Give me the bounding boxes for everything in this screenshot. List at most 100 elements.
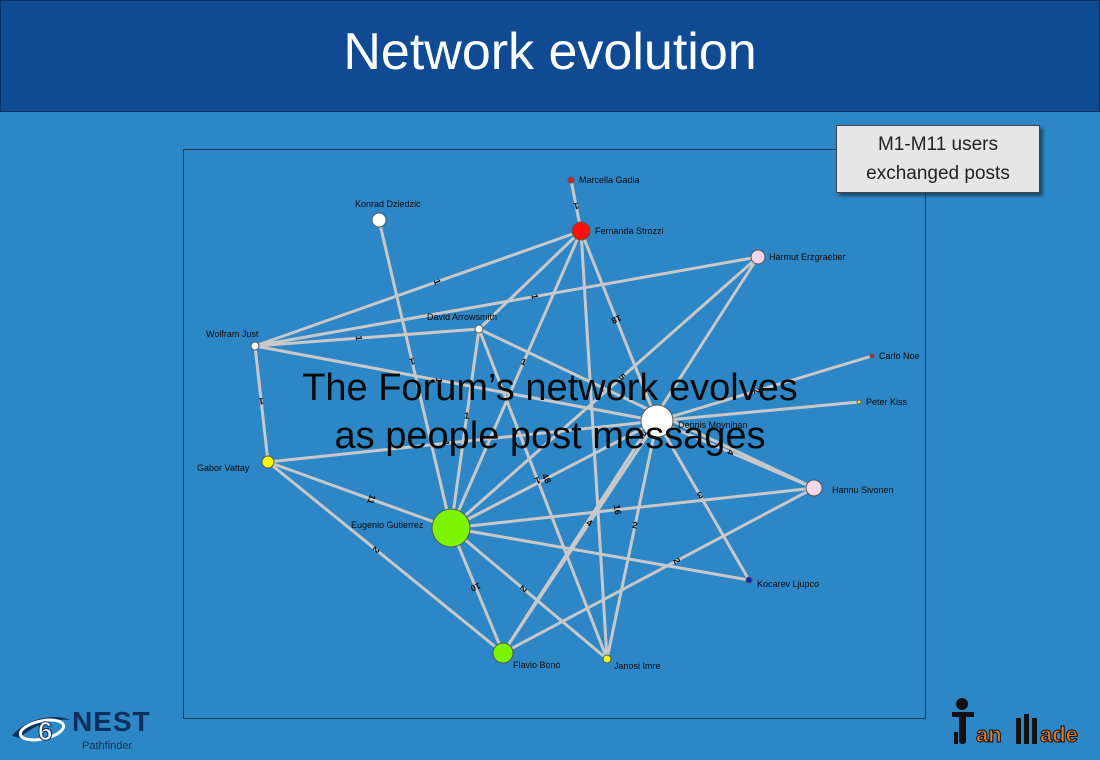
nest-logo-sub: Pathfinder <box>82 740 133 752</box>
edge-weight-eugenio-gabor: 11 <box>365 493 378 505</box>
edge-weight-david-janosi: 1 <box>534 475 542 486</box>
node-peter <box>856 399 862 405</box>
nest-logo-word: NEST <box>72 706 151 737</box>
node-fernanda <box>571 221 591 241</box>
node-carlo <box>869 353 875 359</box>
overlay-caption: The Forum’s network evolves as people po… <box>200 364 900 460</box>
edge-wolfram-dennis <box>254 344 658 423</box>
man-made-part-1: an <box>976 722 1003 748</box>
edge-gabor-dennis <box>267 419 658 464</box>
node-label-flavio: Flavio Bono <box>513 660 561 670</box>
node-david <box>474 324 484 334</box>
edge-wolfram-gabor <box>253 345 270 463</box>
edge-eugenio-hannu <box>450 486 815 530</box>
edge-fernanda-dennis <box>579 230 659 422</box>
node-label-carlo: Carlo Noe <box>879 351 920 361</box>
edge-weight-gabor-flavio: 2 <box>371 545 382 555</box>
edge-hannu-flavio <box>502 486 815 655</box>
edge-fernanda-wolfram <box>254 229 582 348</box>
edge-weight-eugenio-janosi: 2 <box>518 584 529 594</box>
edge-fernanda-david <box>477 229 583 331</box>
edge-weight-fernanda-wolfram: 1 <box>432 278 443 286</box>
node-label-gabor: Gabor Vattay <box>197 463 250 473</box>
edge-weight-dennis-flavio: 4 <box>585 517 595 528</box>
edge-gabor-flavio <box>267 460 504 655</box>
overlay-line-1: The Forum’s network evolves <box>302 367 798 409</box>
node-janosi <box>602 654 612 664</box>
node-dennis <box>640 404 674 438</box>
edge-dennis-flavio <box>501 420 659 654</box>
nest-swoosh-logo: 6 <box>12 716 70 747</box>
node-label-david: David Arrowsmith <box>427 312 497 322</box>
edge-weight-gabor-dennis: 1 <box>441 440 451 446</box>
overlay-line-2: as people post messages <box>334 415 766 457</box>
edge-weight-fernanda-eugenio: 1 <box>519 356 528 367</box>
edge-weight-harmut-flavio: 3 <box>640 427 650 438</box>
node-kocarev <box>745 576 753 584</box>
edge-weight-marcella-fernanda: 1 <box>573 201 580 212</box>
node-label-marcella: Marcella Gadia <box>579 175 640 185</box>
node-hannu <box>805 479 823 497</box>
node-label-kocarev: Kocarev Ljupco <box>757 579 819 589</box>
edge-dennis-carlo <box>656 354 873 423</box>
edge-weight-dennis-carlo: 2 <box>751 387 762 395</box>
edge-eugenio-flavio <box>449 527 505 654</box>
edge-harmut-eugenio <box>450 255 759 530</box>
slide-title: Network evolution <box>343 23 757 81</box>
node-wolfram <box>250 341 260 351</box>
edge-dennis-hannu <box>656 419 815 490</box>
edge-weight-david-eugenio: 1 <box>464 410 470 421</box>
node-label-dennis: Dennis Moynihan <box>678 420 748 430</box>
edge-weight-wolfram-david: 1 <box>354 335 364 341</box>
edge-eugenio-gabor <box>267 460 452 530</box>
node-label-eugenio: Eugenio Gutierrez <box>351 520 424 530</box>
man-made-logo: an ade <box>950 696 1090 756</box>
node-konrad <box>371 212 387 228</box>
edge-konrad-eugenio <box>377 219 453 529</box>
edge-david-eugenio <box>449 328 481 529</box>
node-label-harmut: Harmut Erzgraeber <box>769 252 846 262</box>
edge-weight-konrad-eugenio: 1 <box>409 356 416 367</box>
node-flavio <box>492 642 514 664</box>
edge-dennis-janosi <box>605 420 659 660</box>
node-label-konrad: Konrad Dziedzic <box>355 199 421 209</box>
title-bar: Network evolution <box>0 0 1100 112</box>
nest-digit: 6 <box>38 716 52 746</box>
edge-weight-eugenio-flavio: 10 <box>469 580 482 593</box>
edge-weight-dennis-kocarev: 3 <box>695 490 704 501</box>
edge-weight-eugenio-hannu: 16 <box>612 504 623 515</box>
node-label-wolfram: Wolfram Just <box>206 329 259 339</box>
edge-eugenio-janosi <box>450 526 608 661</box>
edge-weight-harmut-eugenio: 5 <box>617 372 628 382</box>
edge-david-janosi <box>477 328 609 660</box>
callout-box: M1-M11 users exchanged posts <box>836 125 1040 193</box>
edge-weight-dennis-janosi: 2 <box>632 520 639 531</box>
callout-line-1: M1-M11 users <box>877 134 998 155</box>
edge-weight-wolfram-dennis: 1 <box>433 377 444 384</box>
edge-weight-hannu-flavio: 2 <box>671 556 682 565</box>
node-gabor <box>261 455 275 469</box>
edge-fernanda-janosi <box>579 230 609 660</box>
edge-fernanda-eugenio <box>449 230 583 529</box>
node-label-peter: Peter Kiss <box>866 397 908 407</box>
edge-weight-harmut-wolfram: 1 <box>529 293 540 300</box>
callout-line-2: exchanged posts <box>866 163 1010 184</box>
edge-weight-wolfram-gabor: 1 <box>258 396 264 406</box>
node-label-janosi: Janosi Imre <box>614 661 661 671</box>
man-made-part-2: ade <box>1040 722 1079 748</box>
node-harmut <box>750 249 766 265</box>
edge-dennis-peter <box>656 400 860 423</box>
node-label-fernanda: Fernanda Strozzi <box>595 226 664 236</box>
edge-harmut-wolfram <box>254 255 759 348</box>
edge-weight-dennis-hannu: 4 <box>725 448 736 457</box>
node-marcella <box>567 176 575 184</box>
edge-eugenio-dennis <box>450 419 658 530</box>
edge-weight-eugenio-dennis: 48 <box>540 472 553 485</box>
edge-weight-fernanda-dennis: 18 <box>610 313 623 326</box>
edge-wolfram-david <box>254 327 480 348</box>
node-label-hannu: Hannu Sivonen <box>832 485 894 495</box>
node-eugenio <box>431 508 471 548</box>
edge-eugenio-kocarev <box>450 526 750 582</box>
